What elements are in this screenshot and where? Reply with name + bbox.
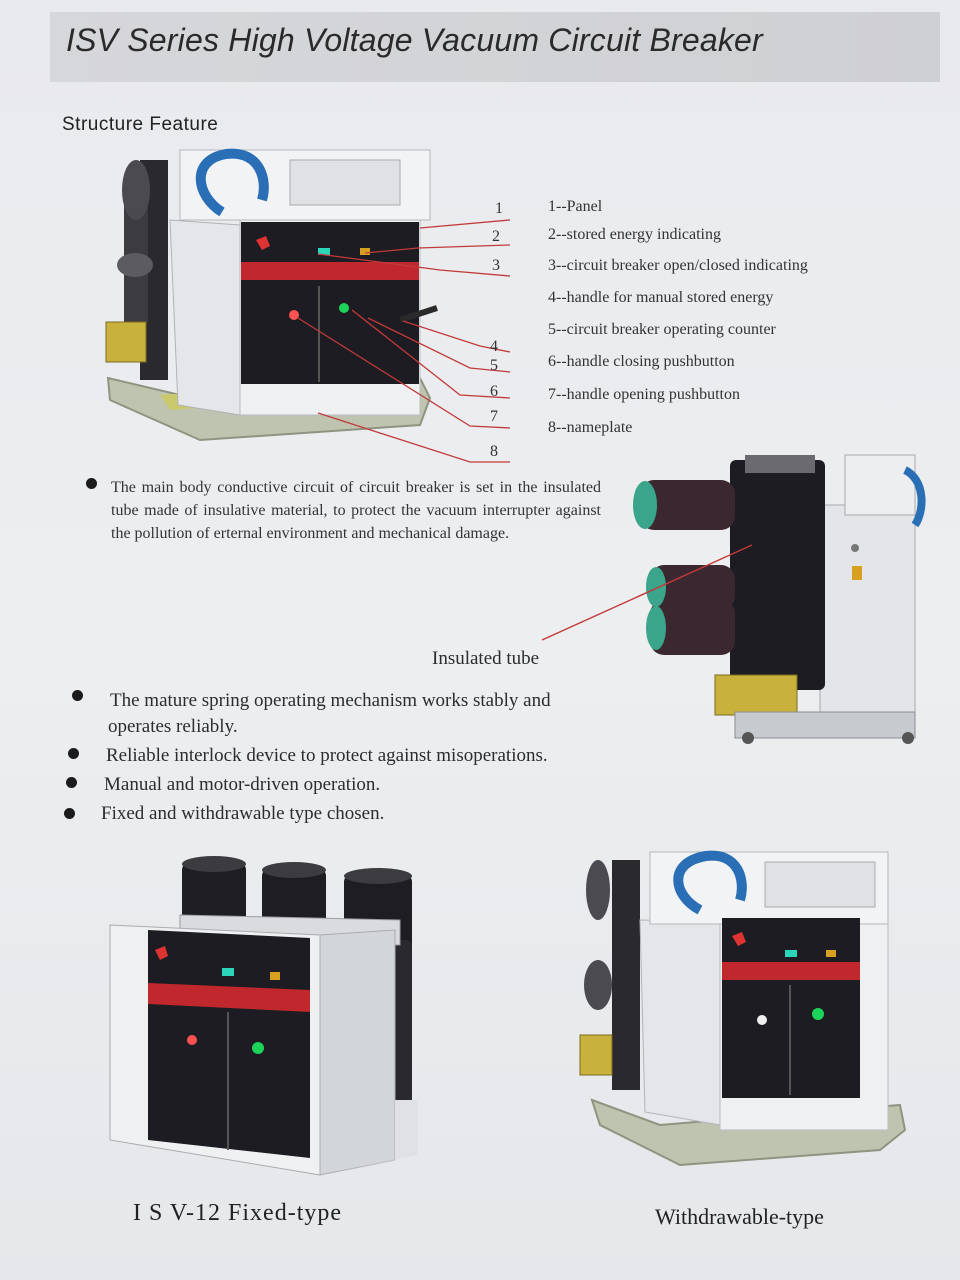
legend-item-2: 2--stored energy indicating <box>548 226 721 243</box>
insulated-tube-label: Insulated tube <box>432 648 540 669</box>
title-band <box>50 12 940 82</box>
callout-4: 4 <box>490 338 498 355</box>
feature-1-continued: operates reliably. <box>108 716 238 737</box>
callout-3: 3 <box>492 257 500 274</box>
bullet-feature-4 <box>64 808 75 819</box>
feature-3: Manual and motor-driven operation. <box>104 774 381 795</box>
callout-2: 2 <box>492 228 500 245</box>
callout-1: 1 <box>495 200 503 217</box>
legend-item-7: 7--handle opening pushbutton <box>548 386 740 403</box>
legend-item-1: 1--Panel <box>548 198 603 215</box>
legend-item-5: 5--circuit breaker operating counter <box>548 321 776 338</box>
legend-item-3: 3--circuit breaker open/closed indicatin… <box>548 257 808 274</box>
callout-8: 8 <box>490 443 498 460</box>
bullet-feature-1 <box>72 690 83 701</box>
bullet-feature-2 <box>68 748 79 759</box>
callout-6: 6 <box>490 383 498 400</box>
feature-2: Reliable interlock device to protect aga… <box>106 745 548 766</box>
bullet-description <box>86 478 97 489</box>
fixed-type-caption: I S V-12 Fixed-type <box>133 1200 343 1226</box>
withdrawable-type-caption: Withdrawable-type <box>655 1204 824 1229</box>
feature-1: The mature spring operating mechanism wo… <box>110 690 551 711</box>
callout-5: 5 <box>490 357 498 374</box>
legend-item-6: 6--handle closing pushbutton <box>548 353 735 370</box>
bullet-feature-3 <box>66 777 77 788</box>
section-title: Structure Feature <box>62 114 219 135</box>
callout-7: 7 <box>490 408 498 425</box>
legend-item-8: 8--nameplate <box>548 419 633 436</box>
description-paragraph: The main body conductive circuit of circ… <box>111 479 601 542</box>
legend-item-4: 4--handle for manual stored energy <box>548 289 774 306</box>
feature-4: Fixed and withdrawable type chosen. <box>101 803 385 824</box>
page-title: ISV Series High Voltage Vacuum Circuit B… <box>66 22 763 58</box>
